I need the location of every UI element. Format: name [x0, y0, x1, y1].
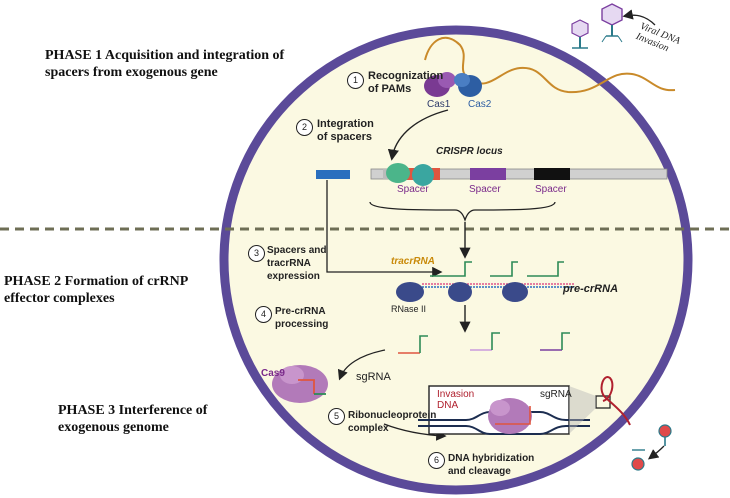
- cas9-label: Cas9: [261, 368, 285, 379]
- crispr-locus-label: CRISPR locus: [436, 146, 503, 157]
- phage-bottom: [631, 424, 672, 471]
- tracrrna-hairpins: [430, 261, 564, 277]
- step-3-number: 3: [248, 245, 265, 262]
- cas1-protein: [424, 72, 456, 97]
- phase-2-label: PHASE 2 Formation of crRNP effector comp…: [4, 274, 188, 306]
- step-2-text: Integration of spacers: [317, 118, 374, 143]
- spacer-label-2: Spacer: [469, 184, 501, 195]
- sgrna-label: sgRNA: [356, 371, 391, 383]
- cas9-protein: [272, 365, 328, 403]
- step-4-number: 4: [255, 306, 272, 323]
- cas2-label: Cas2: [468, 99, 492, 110]
- tracrrna-label: tracrRNA: [391, 256, 435, 267]
- cas1-label: Cas1: [427, 99, 451, 110]
- spacer-label-1: Spacer: [397, 184, 429, 195]
- step-3-text: Spacers and tracrRNA expression: [267, 245, 327, 282]
- integrase-complex: [386, 163, 434, 186]
- step-2-number: 2: [296, 119, 313, 136]
- step-5-number: 5: [328, 408, 345, 425]
- interference-inset: [428, 385, 570, 435]
- rnase-complexes: [396, 282, 528, 302]
- viral-dna-strand: [424, 36, 676, 94]
- step-4-text: Pre-crRNA processing: [275, 306, 329, 330]
- phage-exit-arrow: [647, 445, 665, 460]
- integration-arrow: [387, 109, 449, 161]
- phase-1-label: PHASE 1 Acquisition and integration of s…: [45, 48, 285, 80]
- spacer-label-3: Spacer: [535, 184, 567, 195]
- to-inset-arrow: [383, 423, 447, 441]
- step-1-number: 1: [347, 72, 364, 89]
- pre-crrna-strand: [422, 283, 575, 288]
- step-1-text: Recognization of PAMs: [368, 70, 444, 95]
- target-dna-left: [418, 419, 446, 427]
- locus-brace: [369, 201, 556, 223]
- processed-crrnas: [398, 332, 570, 354]
- phase-3-label: PHASE 3 Interference of exogenous genome: [58, 403, 208, 435]
- rnase-label: RNase II: [391, 304, 427, 314]
- invasion-dna-label: Invasion DNA: [437, 389, 475, 411]
- inset-sgrna-label: sgRNA: [540, 389, 572, 400]
- zoom-wedge: [569, 386, 596, 434]
- phage-top: [601, 3, 623, 43]
- step-5-text: Ribonucleoprotein complex: [348, 410, 437, 434]
- invasion-dna-strand: [600, 376, 631, 426]
- phage-attached: [571, 19, 589, 49]
- step-6-text: DNA hybridization and cleavage: [448, 453, 535, 477]
- pre-crrna-label: pre-crRNA: [563, 283, 619, 295]
- tracrrna-path: [326, 180, 443, 278]
- leader-block: [316, 170, 350, 179]
- cas2-protein: [454, 73, 482, 97]
- step-6-number: 6: [428, 452, 445, 469]
- target-dna-right: [566, 419, 590, 427]
- invasion-arrow: [622, 9, 656, 26]
- to-cas9-arrow: [337, 349, 386, 381]
